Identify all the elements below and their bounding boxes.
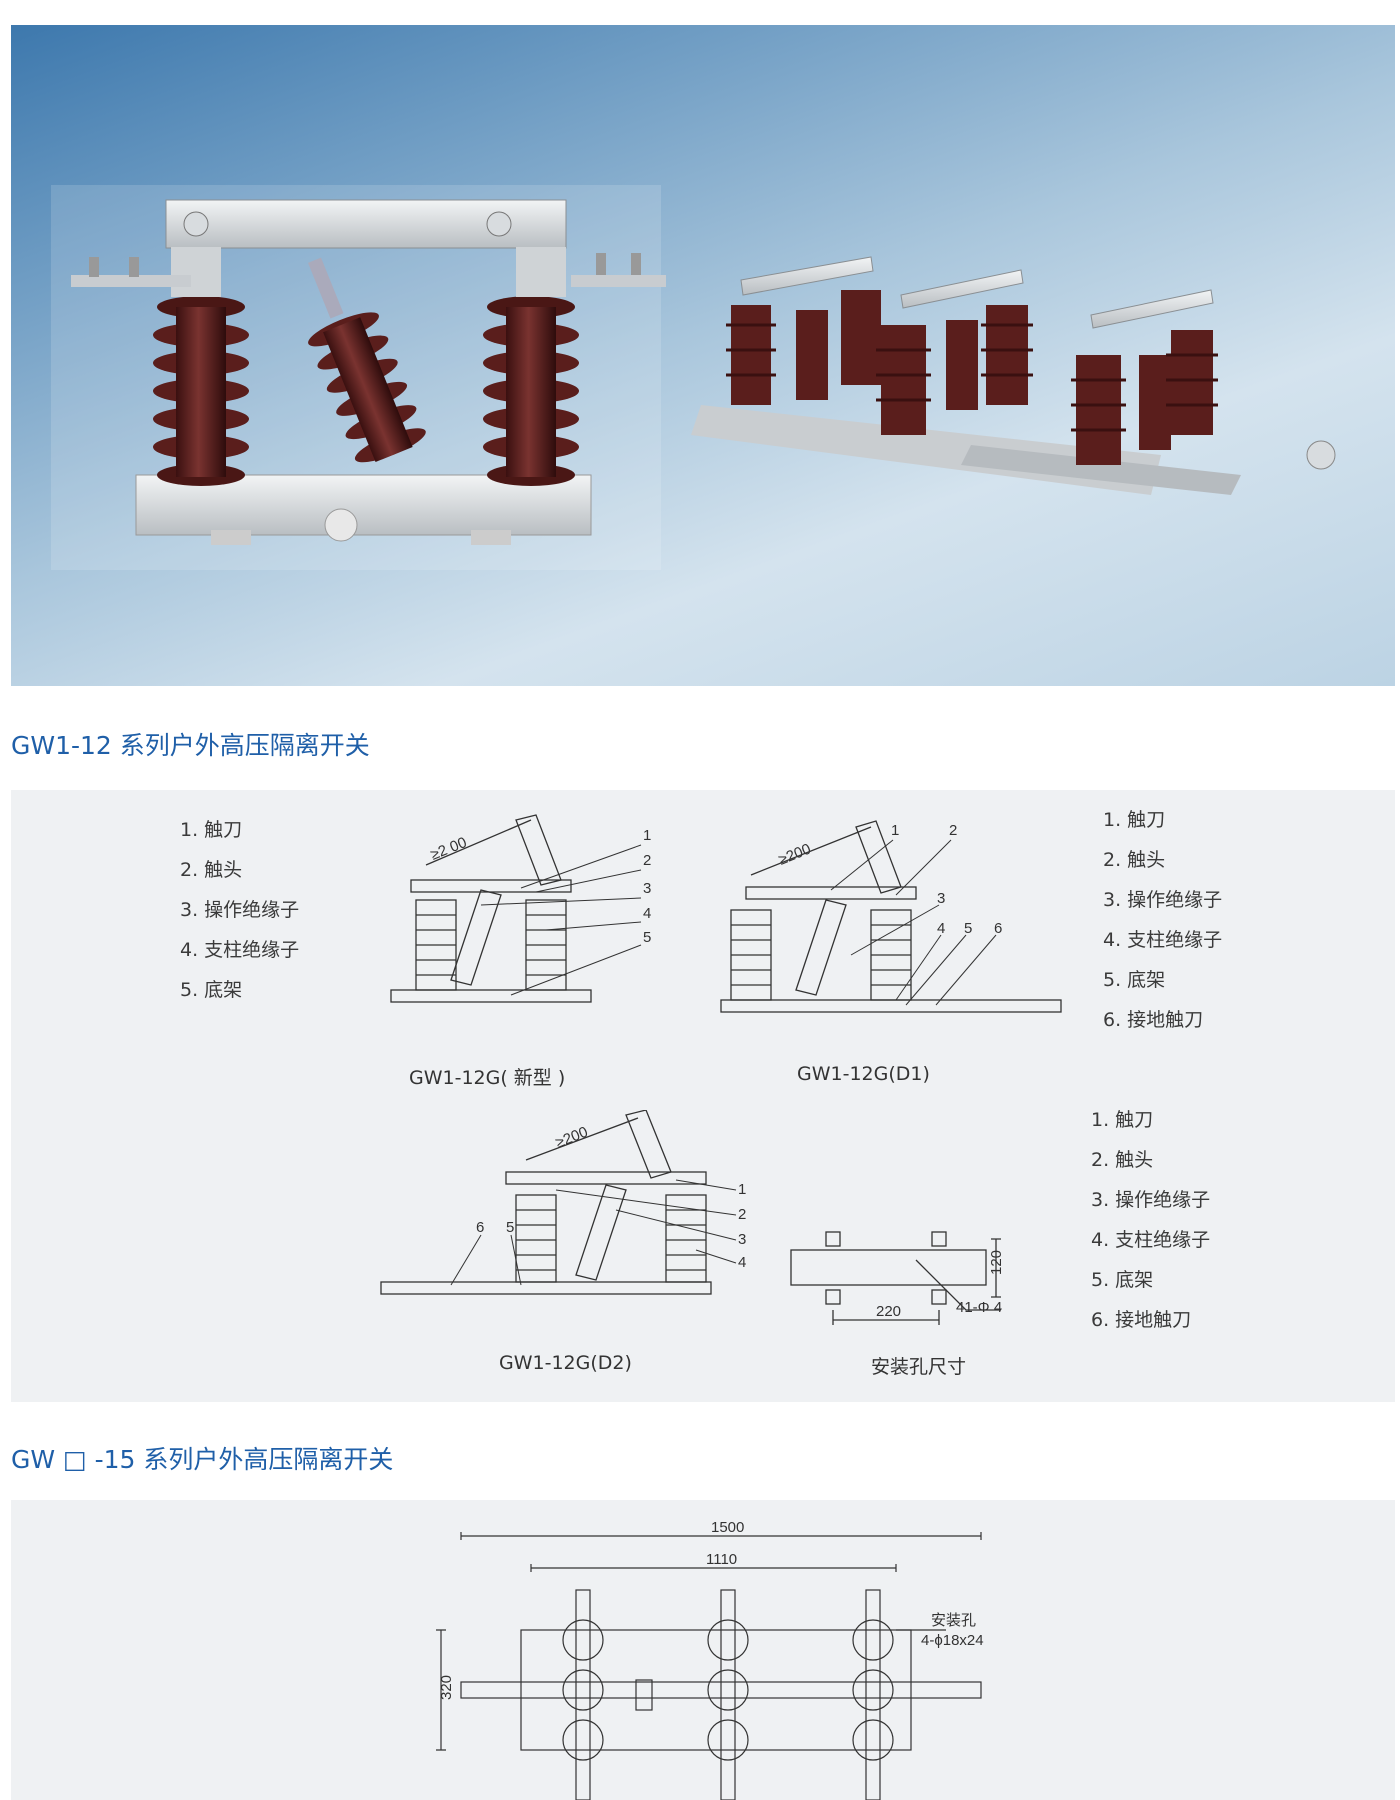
drawing-gw1-12g-d1: ≥200 1 2 3 4 5 6 [720, 820, 1062, 1013]
drawing-mounting-holes: 220 120 41-Φ 4 [790, 1231, 1005, 1325]
callout-3: 3 [937, 890, 945, 907]
caption-mounting: 安装孔尺寸 [871, 1356, 967, 1378]
callout-4: 4 [937, 920, 945, 937]
section-title-gw1-12: GW1-12 系列户外高压隔离开关 [11, 731, 370, 760]
dim-min-length: ≥2 00 [428, 834, 469, 864]
legend-item: 1. 触刀 [1091, 1109, 1154, 1131]
legend-item: 4. 支柱绝缘子 [180, 939, 300, 961]
legend-d2: 1. 触刀 2. 触头 3. 操作绝缘子 4. 支柱绝缘子 5. 底架 6. 接… [1091, 1100, 1210, 1340]
callout-5: 5 [643, 929, 651, 946]
dim-inner: 1110 [706, 1551, 737, 1568]
legend-item: 6. 接地触刀 [1103, 1009, 1204, 1031]
dim-min-length: ≥200 [553, 1123, 590, 1151]
caption-d1: GW1-12G(D1) [797, 1063, 930, 1085]
legend-item: 2. 触头 [1091, 1149, 1154, 1171]
section-title-gw-15: GW □ -15 系列户外高压隔离开关 [11, 1445, 394, 1474]
callout-1: 1 [891, 822, 899, 839]
callout-5: 5 [506, 1219, 514, 1236]
legend-item: 5. 底架 [180, 979, 243, 1001]
drawing-gw1-12g-new: ≥2 00 1 2 3 4 5 [390, 814, 651, 1003]
legend-item: 2. 触头 [1103, 849, 1166, 871]
legend-item: 5. 底架 [1091, 1269, 1154, 1291]
drawing-gw1-12g-d2: ≥200 1 2 3 4 6 5 [380, 1110, 746, 1295]
callout-2: 2 [738, 1206, 746, 1223]
hole-label: 安装孔 [931, 1612, 976, 1629]
callout-6: 6 [476, 1219, 484, 1236]
callout-3: 3 [738, 1231, 746, 1248]
switch-illustration [51, 185, 1336, 570]
callout-4: 4 [643, 905, 651, 922]
dim-width: 220 [876, 1303, 901, 1320]
callout-2: 2 [949, 822, 957, 839]
callout-1: 1 [738, 1181, 746, 1198]
callout-5: 5 [964, 920, 972, 937]
legend-new-type: 1. 触刀 2. 触头 3. 操作绝缘子 4. 支柱绝缘子 5. 底架 [180, 810, 299, 1010]
dim-height: 120 [988, 1250, 1005, 1275]
dim-overall: 1500 [711, 1520, 744, 1536]
hole-spec: 4-ϕ18x24 [921, 1632, 984, 1649]
legend-item: 3. 操作绝缘子 [1091, 1189, 1211, 1211]
caption-d2: GW1-12G(D2) [499, 1352, 632, 1374]
callout-3: 3 [643, 880, 651, 897]
legend-item: 6. 接地触刀 [1091, 1309, 1192, 1331]
callout-1: 1 [643, 827, 651, 844]
legend-d1: 1. 触刀 2. 触头 3. 操作绝缘子 4. 支柱绝缘子 5. 底架 6. 接… [1103, 800, 1222, 1040]
hero-product-photo [11, 25, 1395, 686]
legend-item: 3. 操作绝缘子 [1103, 889, 1223, 911]
gw-15-drawings-panel: 1500 1110 320 安装孔 4-ϕ18x24 [11, 1500, 1395, 1800]
legend-item: 1. 触刀 [180, 819, 243, 841]
dim-min-length: ≥200 [776, 840, 813, 868]
gw1-12-drawings-panel: 1. 触刀 2. 触头 3. 操作绝缘子 4. 支柱绝缘子 5. 底架 1. 触… [11, 790, 1395, 1402]
legend-item: 2. 触头 [180, 859, 243, 881]
callout-6: 6 [994, 920, 1002, 937]
legend-item: 4. 支柱绝缘子 [1091, 1229, 1211, 1251]
legend-item: 1. 触刀 [1103, 809, 1166, 831]
drawing-gw-15-plan: 1500 1110 320 安装孔 4-ϕ18x24 [436, 1520, 984, 1800]
legend-item: 5. 底架 [1103, 969, 1166, 991]
callout-2: 2 [643, 852, 651, 869]
dim-depth: 320 [438, 1675, 455, 1700]
caption-new-type: GW1-12G( 新型 ) [409, 1067, 566, 1089]
hole-spec: 41-Φ 4 [956, 1299, 1002, 1316]
legend-item: 4. 支柱绝缘子 [1103, 929, 1223, 951]
legend-item: 3. 操作绝缘子 [180, 899, 300, 921]
callout-4: 4 [738, 1254, 746, 1271]
